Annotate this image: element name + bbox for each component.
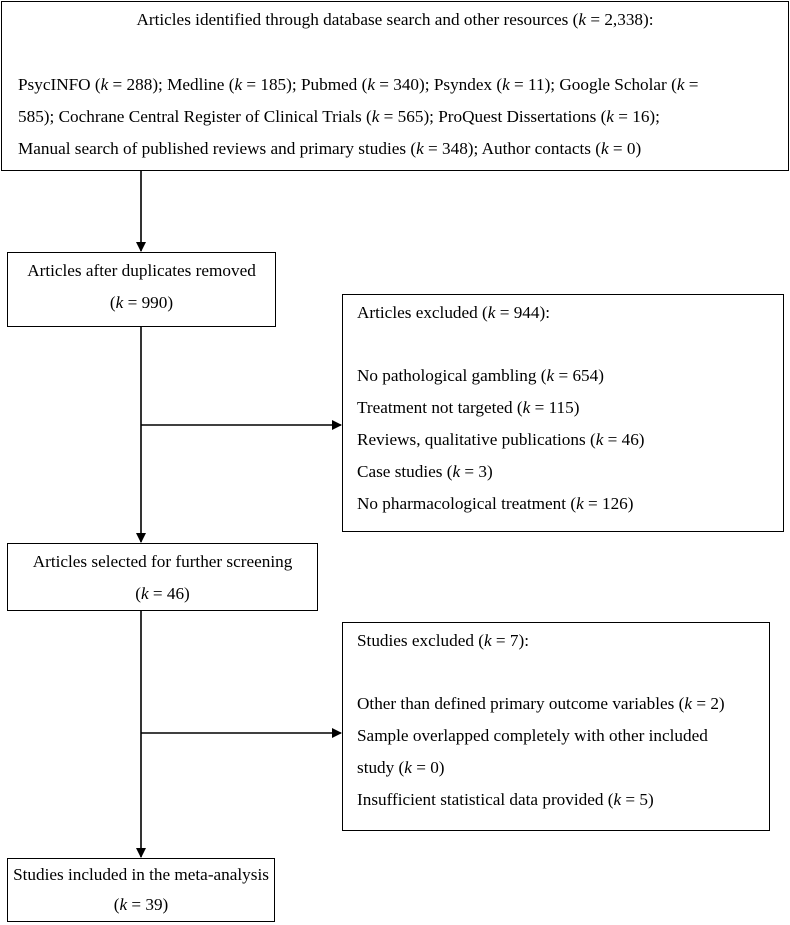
identification-line: Manual search of published reviews and p… xyxy=(18,139,642,158)
excluded-articles-box: Articles excluded (k = 944): No patholog… xyxy=(342,294,784,532)
selected-box: Articles selected for further screening … xyxy=(7,543,318,611)
excluded-articles-item: Treatment not targeted (k = 115) xyxy=(357,398,580,417)
included-box: Studies included in the meta-analysis (k… xyxy=(7,858,275,922)
selected-label: Articles selected for further screening xyxy=(32,552,293,571)
included-count: (k = 39) xyxy=(113,895,169,914)
excluded-studies-item: Insufficient statistical data provided (… xyxy=(357,790,654,809)
excluded-articles-item: Reviews, qualitative publications (k = 4… xyxy=(357,430,645,449)
identification-line: PsycINFO (k = 288); Medline (k = 185); P… xyxy=(18,75,699,94)
after-duplicates-label: Articles after duplicates removed xyxy=(27,261,256,280)
after-duplicates-box: Articles after duplicates removed (k = 9… xyxy=(7,252,276,327)
excluded-articles-item: No pathological gambling (k = 654) xyxy=(357,366,604,385)
excluded-studies-item: study (k = 0) xyxy=(357,758,445,777)
identification-box: Articles identified through database sea… xyxy=(1,1,789,171)
excluded-articles-heading: Articles excluded (k = 944): xyxy=(357,303,550,322)
included-label: Studies included in the meta-analysis xyxy=(13,865,269,884)
excluded-studies-item: Other than defined primary outcome varia… xyxy=(357,694,725,713)
excluded-studies-heading: Studies excluded (k = 7): xyxy=(357,631,530,650)
excluded-studies-box: Studies excluded (k = 7): Other than def… xyxy=(342,622,770,831)
excluded-articles-item: Case studies (k = 3) xyxy=(357,462,493,481)
identification-heading: Articles identified through database sea… xyxy=(136,10,654,29)
excluded-studies-item: Sample overlapped completely with other … xyxy=(357,726,708,745)
identification-line: 585); Cochrane Central Register of Clini… xyxy=(18,107,660,126)
excluded-articles-item: No pharmacological treatment (k = 126) xyxy=(357,494,634,513)
after-duplicates-count: (k = 990) xyxy=(109,293,174,312)
selected-count: (k = 46) xyxy=(135,584,190,603)
